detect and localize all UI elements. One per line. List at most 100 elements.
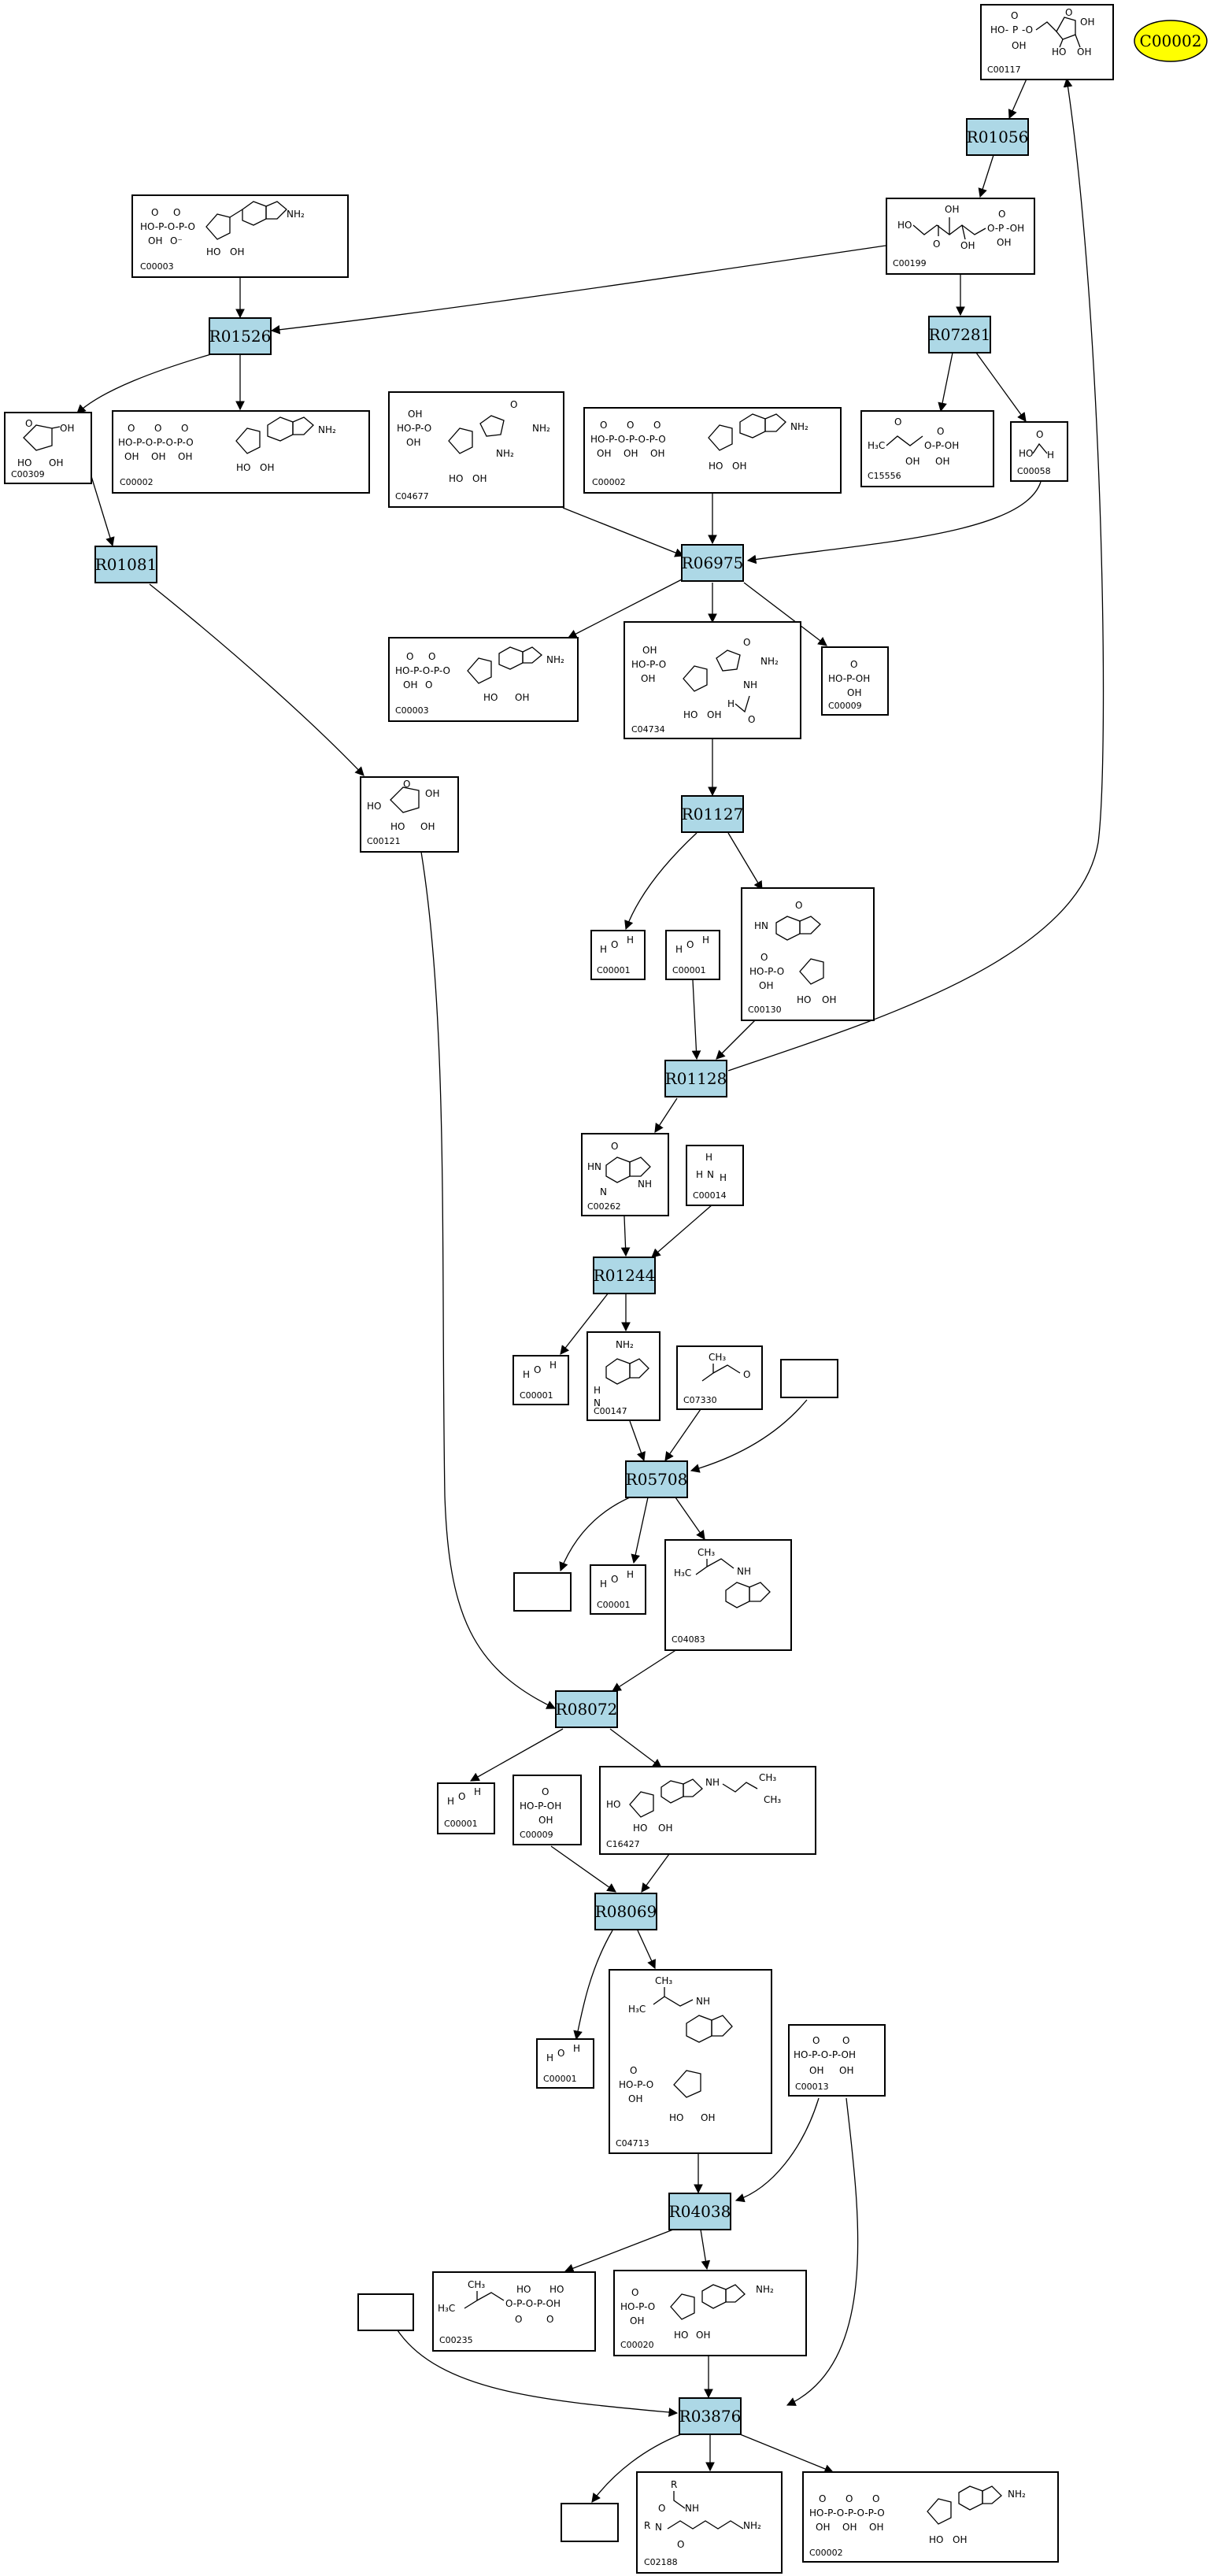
svg-text:HO: HO	[1052, 46, 1066, 57]
svg-text:OH: OH	[842, 2522, 857, 2533]
edge-r06975-c00003b	[567, 578, 684, 638]
svg-text:H: H	[523, 1369, 530, 1380]
edges	[76, 76, 1105, 2503]
reaction-r05708[interactable]: R05708	[625, 1460, 688, 1498]
svg-text:O: O	[611, 1141, 618, 1152]
reaction-r01244[interactable]: R01244	[593, 1257, 656, 1294]
compound-blank-1[interactable]	[780, 1359, 838, 1398]
compound-c07330[interactable]: CH₃ O C07330	[676, 1345, 763, 1410]
structure-c00262: O HN NH N	[587, 1141, 652, 1197]
svg-text:C15556: C15556	[868, 471, 901, 481]
svg-text:OH: OH	[641, 673, 655, 684]
svg-text:OH: OH	[658, 1823, 672, 1834]
reaction-r01081[interactable]: R01081	[94, 546, 157, 583]
svg-text:HO-P-O-P-O: HO-P-O-P-O	[395, 665, 450, 676]
svg-text:HO-: HO-	[990, 24, 1008, 35]
svg-text:HO: HO	[516, 2284, 531, 2295]
svg-text:H: H	[627, 935, 634, 946]
svg-text:C00001: C00001	[444, 1819, 478, 1829]
svg-text:R01127: R01127	[682, 805, 744, 824]
reaction-r08072[interactable]: R08072	[555, 1690, 618, 1728]
svg-text:OH: OH	[628, 2093, 642, 2104]
legend-c00002[interactable]: C00002	[1134, 20, 1208, 62]
svg-text:HO: HO	[549, 2284, 564, 2295]
svg-text:O: O	[850, 659, 857, 670]
svg-text:C04083: C04083	[672, 1634, 705, 1645]
svg-text:HO: HO	[683, 709, 698, 720]
reaction-r01526[interactable]: R01526	[209, 317, 272, 355]
compound-c00009-a[interactable]: O HO-P-OH OH C00009	[821, 646, 889, 716]
reaction-r01056[interactable]: R01056	[966, 118, 1029, 156]
svg-text:OH: OH	[408, 409, 422, 420]
compound-blank-3[interactable]	[357, 2293, 414, 2331]
edge-c07330-r05708	[664, 1408, 701, 1461]
svg-text:H₃C: H₃C	[868, 440, 885, 451]
reaction-r08069[interactable]: R08069	[594, 1893, 657, 1930]
edge-c00121-r08072	[420, 851, 557, 1709]
svg-text:O: O	[458, 1791, 465, 1802]
svg-text:OH: OH	[960, 240, 975, 251]
svg-text:HO: HO	[709, 461, 723, 472]
compound-c04083[interactable]: CH₃ H₃C NH C04083	[664, 1539, 792, 1651]
compound-blank-4[interactable]	[561, 2503, 619, 2542]
svg-text:R01056: R01056	[967, 128, 1029, 146]
svg-text:O: O	[630, 2065, 637, 2076]
svg-text:O: O	[760, 952, 768, 963]
svg-text:OH: OH	[642, 645, 657, 656]
compound-c15556[interactable]: H₃C O OH O-P-OH OOH C15556	[860, 410, 994, 487]
edge-r01128-c00262	[654, 1097, 678, 1133]
compound-c00262[interactable]: O HN NH N C00262	[581, 1133, 669, 1216]
compound-c00147[interactable]: NH₂ HN C00147	[586, 1331, 661, 1421]
svg-text:O-P-O-P-OH: O-P-O-P-OH	[505, 2298, 561, 2309]
compound-c00009-b[interactable]: O HO-P-OH OH C00009	[512, 1775, 582, 1845]
edge-r03876-c00002c	[739, 2434, 834, 2474]
reaction-r04038[interactable]: R04038	[668, 2193, 731, 2230]
svg-text:HO-P-O: HO-P-O	[620, 2301, 655, 2312]
svg-text:C00003: C00003	[395, 705, 429, 716]
reaction-r07281[interactable]: R07281	[928, 316, 991, 353]
reaction-r06975[interactable]: R06975	[681, 544, 744, 582]
edge-blank1-r05708	[690, 1399, 808, 1473]
svg-text:NH₂: NH₂	[616, 1339, 634, 1350]
reaction-r01127[interactable]: R01127	[681, 795, 744, 833]
svg-text:HO-P-OH: HO-P-OH	[520, 1801, 561, 1812]
svg-text:NH: NH	[737, 1566, 751, 1577]
reaction-r01128[interactable]: R01128	[664, 1060, 727, 1097]
svg-text:R04038: R04038	[669, 2202, 731, 2221]
svg-text:CH₃: CH₃	[698, 1547, 715, 1558]
reaction-r03876[interactable]: R03876	[679, 2397, 742, 2435]
svg-text:H: H	[573, 2043, 580, 2054]
compound-blank-2[interactable]	[513, 1572, 572, 1612]
svg-text:C04713: C04713	[616, 2138, 649, 2149]
svg-text:C00009: C00009	[520, 1830, 553, 1840]
svg-text:C00001: C00001	[520, 1390, 553, 1401]
